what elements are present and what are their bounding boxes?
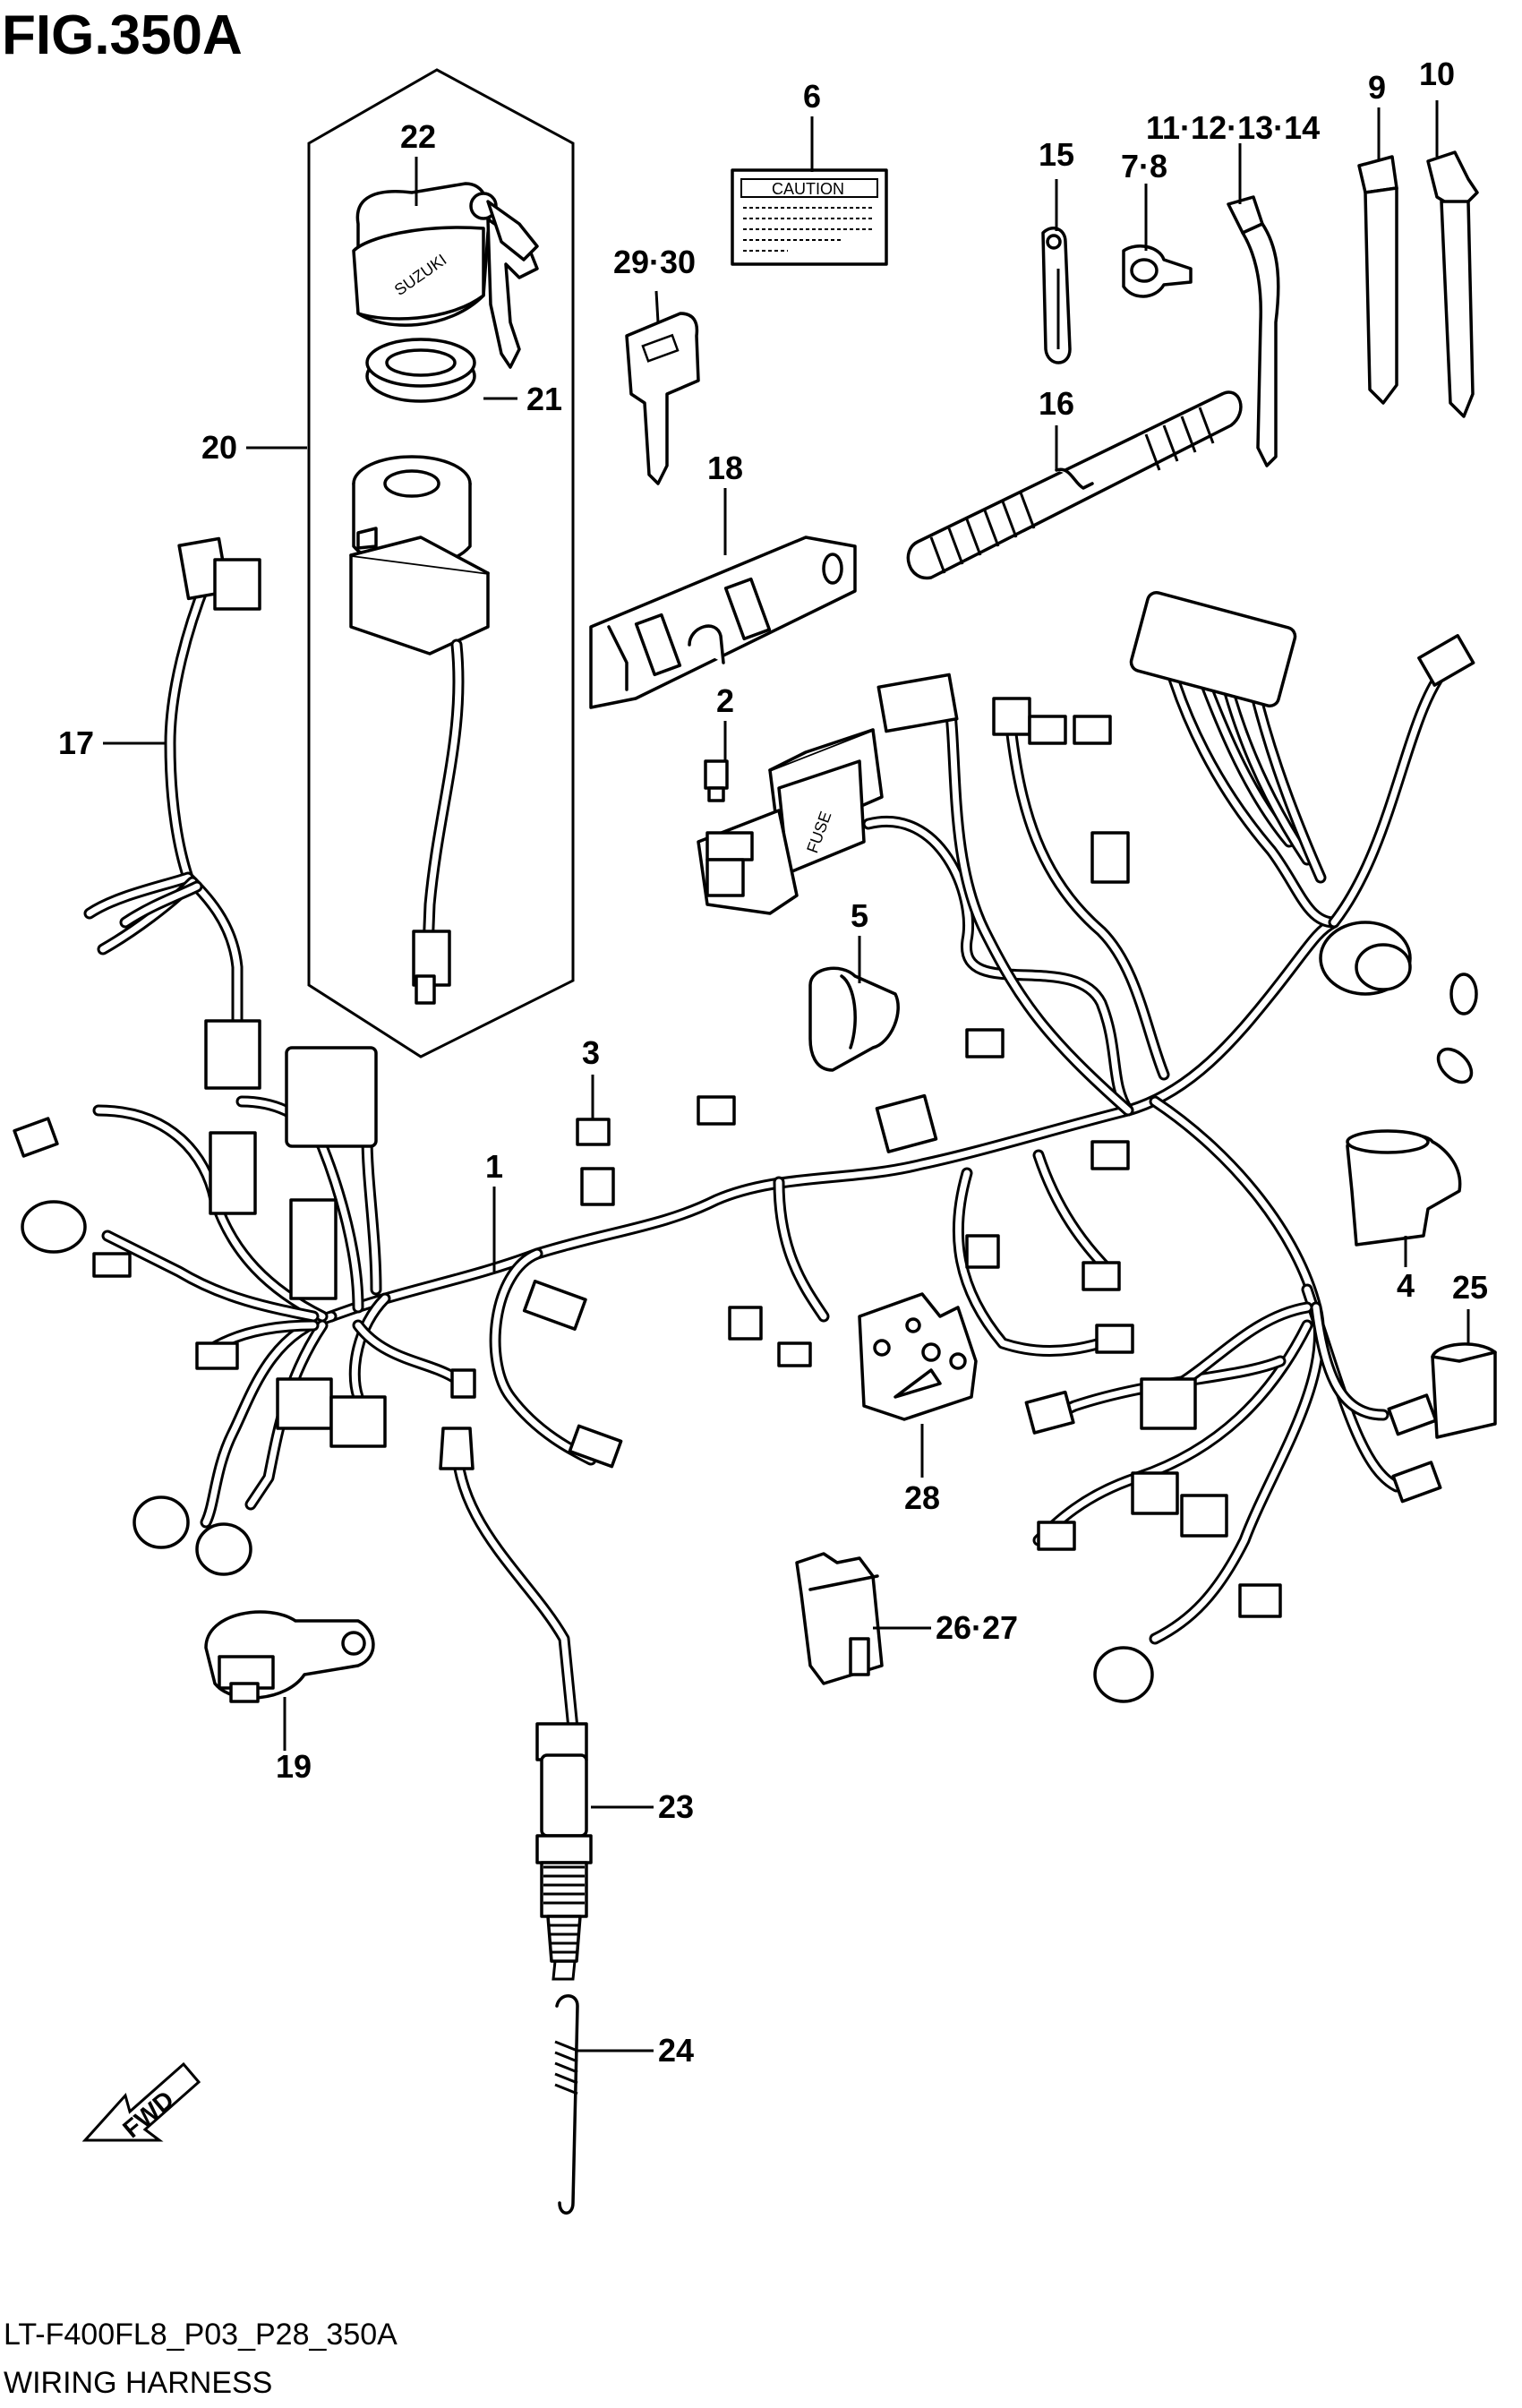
fwd-arrow-icon: FWD	[81, 2061, 201, 2143]
caution-label-part: CAUTION	[731, 168, 888, 266]
callout-22: 22	[400, 118, 436, 155]
harness-connectors	[13, 591, 1478, 1703]
callout-1: 1	[485, 1148, 503, 1185]
ignition-switch-group-outline	[307, 68, 575, 1058]
callout-19: 19	[276, 1748, 312, 1785]
callout-3: 3	[582, 1034, 600, 1071]
ignition-switch-body-part	[349, 455, 490, 1005]
relay-26-part	[795, 1552, 884, 1685]
retaining-pin-24-part	[554, 1994, 579, 2215]
callout-5: 5	[851, 897, 868, 934]
callout-15: 15	[1039, 136, 1074, 173]
clamp-part	[1041, 227, 1072, 364]
key-cover-part: SUZUKI	[352, 182, 539, 369]
switch-19-part	[204, 1610, 375, 1703]
callout-16: 16	[1039, 385, 1074, 422]
figure-title: FIG.350A	[2, 4, 243, 66]
cable-tie-9-part	[1357, 155, 1398, 405]
cable-tie-10-part	[1426, 150, 1479, 418]
callout-21: 21	[526, 381, 562, 417]
relay-bracket-part	[589, 536, 857, 709]
callout-2: 2	[716, 682, 734, 719]
callout-18: 18	[707, 450, 743, 486]
sub-harness-17-part	[83, 536, 261, 1090]
callout-26-27: 26·27	[936, 1609, 1018, 1646]
section-name: WIRING HARNESS	[4, 2366, 272, 2400]
corrugated-tube-part	[906, 390, 1243, 580]
relay-25-part	[1431, 1342, 1497, 1439]
callout-numbers: 22 21 20 6 7·8 11·12·13·14 9 10 15 29·30…	[58, 56, 1488, 2069]
main-wiring-harness-part	[92, 638, 1457, 1645]
ecu-bracket-plate-part	[858, 1292, 978, 1421]
callout-6: 6	[803, 78, 821, 115]
callout-10: 10	[1419, 56, 1455, 92]
callout-25: 25	[1452, 1269, 1488, 1306]
switch-nut-part	[365, 338, 476, 403]
callout-24: 24	[658, 2032, 694, 2069]
callout-20: 20	[201, 429, 237, 466]
wire-boot-4-part	[1346, 1129, 1462, 1247]
leader-lines	[103, 100, 1470, 2052]
fuse-box-part: FUSE	[697, 728, 884, 915]
callout-17: 17	[58, 724, 94, 761]
callout-28: 28	[904, 1479, 940, 1516]
cable-tie-long-part	[1227, 195, 1280, 467]
wire-boot-5-part	[808, 966, 900, 1072]
callout-11-14: 11·12·13·14	[1146, 109, 1320, 146]
callout-29-30: 29·30	[613, 244, 696, 280]
cable-clamp-part	[1122, 244, 1193, 298]
sensor-23-part	[439, 1427, 593, 1981]
callout-9: 9	[1368, 69, 1386, 106]
connector-3-part	[576, 1118, 615, 1206]
model-code: LT-F400FL8_P03_P28_350A	[4, 2318, 398, 2352]
callout-23: 23	[658, 1788, 694, 1825]
callout-7-8: 7·8	[1121, 148, 1167, 184]
key-blank-part	[625, 312, 700, 485]
callout-4: 4	[1397, 1267, 1415, 1304]
caution-label-text: CAUTION	[772, 180, 844, 198]
